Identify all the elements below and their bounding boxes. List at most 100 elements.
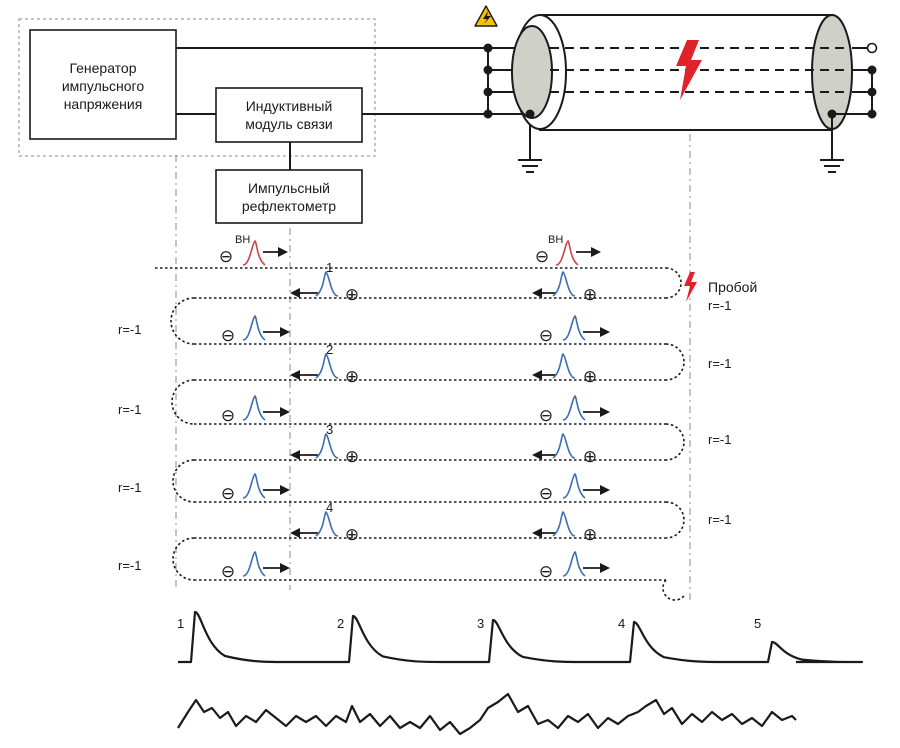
arrow-right-icon bbox=[280, 407, 290, 417]
breakdown-label: Пробой bbox=[708, 279, 757, 295]
reflectogram-trace-ideal bbox=[178, 610, 864, 664]
trace-peak-number: 1 bbox=[177, 616, 184, 631]
trace-peak-number: 5 bbox=[754, 616, 761, 631]
arrow-right-icon bbox=[278, 247, 288, 257]
reflectometer-label-1: Импульсный bbox=[248, 180, 330, 196]
trace-peak-number: 3 bbox=[477, 616, 484, 631]
wave-path-turn-right bbox=[665, 423, 685, 461]
r-label-left: r=-1 bbox=[118, 480, 141, 495]
pulse-shape bbox=[552, 352, 576, 379]
wave-path-tail bbox=[662, 579, 685, 601]
minus-sign: ⊖ bbox=[221, 326, 235, 345]
pulse-shape bbox=[552, 432, 576, 459]
pulse-shape bbox=[242, 472, 266, 499]
plus-sign: ⊕ bbox=[583, 447, 597, 466]
arrow-left-icon bbox=[290, 528, 300, 538]
generator-block bbox=[29, 29, 177, 140]
wave-path-turn-right bbox=[665, 343, 685, 381]
arrow-left-icon bbox=[532, 528, 542, 538]
wave-path-turn-left bbox=[170, 297, 195, 345]
hv-label: ВН bbox=[548, 234, 563, 246]
reflection-number: 3 bbox=[326, 422, 333, 437]
generator-label-1: Генератор bbox=[69, 60, 136, 76]
coupler-block bbox=[215, 87, 363, 143]
arrow-right-icon bbox=[600, 563, 610, 573]
trace-peak-number: 4 bbox=[618, 616, 625, 631]
coupler-label-1: Индуктивный bbox=[246, 98, 333, 114]
lightning-bolt-icon bbox=[684, 272, 697, 302]
open-terminal bbox=[866, 42, 878, 54]
propagation-diagram: ⊖ВН⊖ВН1⊕⊕2⊕⊕3⊕⊕4⊕⊕⊖⊖⊖⊖⊖⊖⊖⊖r=-1r=-1r=-1r=… bbox=[118, 234, 731, 601]
minus-sign: ⊖ bbox=[221, 484, 235, 503]
generator-label-3: напряжения bbox=[64, 96, 143, 112]
arrow-right-icon bbox=[600, 485, 610, 495]
reflectogram-trace-noisy bbox=[177, 692, 797, 736]
pulse-shape bbox=[315, 270, 339, 297]
pulse-shape bbox=[562, 314, 586, 341]
r-label-right: r=-1 bbox=[708, 432, 731, 447]
pulse-shape bbox=[552, 510, 576, 537]
pulse-shape bbox=[562, 394, 586, 421]
minus-sign: ⊖ bbox=[221, 406, 235, 425]
r-label-right: r=-1 bbox=[708, 512, 731, 527]
wave-path-turn-left bbox=[172, 537, 195, 581]
wave-path-turn-right bbox=[665, 267, 682, 299]
pulse-shape bbox=[315, 352, 339, 379]
wave-path-turn-left bbox=[171, 379, 195, 425]
reflectogram: 1 2 3 4 5 bbox=[177, 610, 864, 736]
minus-sign: ⊖ bbox=[535, 247, 549, 266]
pulse-shape bbox=[315, 510, 339, 537]
r-label-left: r=-1 bbox=[118, 558, 141, 573]
minus-sign: ⊖ bbox=[219, 247, 233, 266]
pulse-shape bbox=[242, 550, 266, 577]
pulse-shape bbox=[552, 270, 576, 297]
reflectometer-label-2: рефлектометр bbox=[242, 198, 336, 214]
plus-sign: ⊕ bbox=[345, 367, 359, 386]
pulse-shape bbox=[315, 432, 339, 459]
ground-icon bbox=[820, 159, 844, 173]
wave-path-turn-right bbox=[665, 501, 685, 539]
arrow-left-icon bbox=[532, 450, 542, 460]
lightning-bolt-icon bbox=[676, 40, 702, 100]
coupler-label-2: модуль связи bbox=[245, 116, 332, 132]
minus-sign: ⊖ bbox=[539, 562, 553, 581]
plus-sign: ⊕ bbox=[345, 447, 359, 466]
cable-end-left-inner bbox=[511, 25, 553, 119]
pulse-shape bbox=[555, 239, 579, 266]
r-label-left: r=-1 bbox=[118, 402, 141, 417]
arrow-left-icon bbox=[532, 288, 542, 298]
reflection-number: 2 bbox=[326, 342, 333, 357]
minus-sign: ⊖ bbox=[539, 326, 553, 345]
arrow-right-icon bbox=[280, 563, 290, 573]
warning-icon bbox=[474, 5, 498, 27]
arrow-right-icon bbox=[280, 485, 290, 495]
minus-sign: ⊖ bbox=[539, 484, 553, 503]
wave-path-turn-left bbox=[172, 459, 195, 503]
plus-sign: ⊕ bbox=[583, 367, 597, 386]
plus-sign: ⊕ bbox=[583, 525, 597, 544]
reflection-number: 4 bbox=[326, 500, 333, 515]
generator-label-2: импульсного bbox=[62, 78, 144, 94]
pulse-shape bbox=[242, 394, 266, 421]
pulse-shape bbox=[242, 314, 266, 341]
trace-peak-number: 2 bbox=[337, 616, 344, 631]
plus-sign: ⊕ bbox=[345, 285, 359, 304]
arrow-left-icon bbox=[290, 450, 300, 460]
arrow-left-icon bbox=[532, 370, 542, 380]
r-label-left: r=-1 bbox=[118, 322, 141, 337]
minus-sign: ⊖ bbox=[221, 562, 235, 581]
arrow-right-icon bbox=[600, 407, 610, 417]
arrow-left-icon bbox=[290, 370, 300, 380]
minus-sign: ⊖ bbox=[539, 406, 553, 425]
arrow-right-icon bbox=[600, 327, 610, 337]
arrow-left-icon bbox=[290, 288, 300, 298]
r-label-right: r=-1 bbox=[708, 356, 731, 371]
arrow-right-icon bbox=[591, 247, 601, 257]
plus-sign: ⊕ bbox=[583, 285, 597, 304]
ground-icon bbox=[518, 159, 542, 173]
breakdown-r-label: r=-1 bbox=[708, 298, 731, 313]
plus-sign: ⊕ bbox=[345, 525, 359, 544]
arrow-right-icon bbox=[280, 327, 290, 337]
pulse-shape bbox=[562, 472, 586, 499]
